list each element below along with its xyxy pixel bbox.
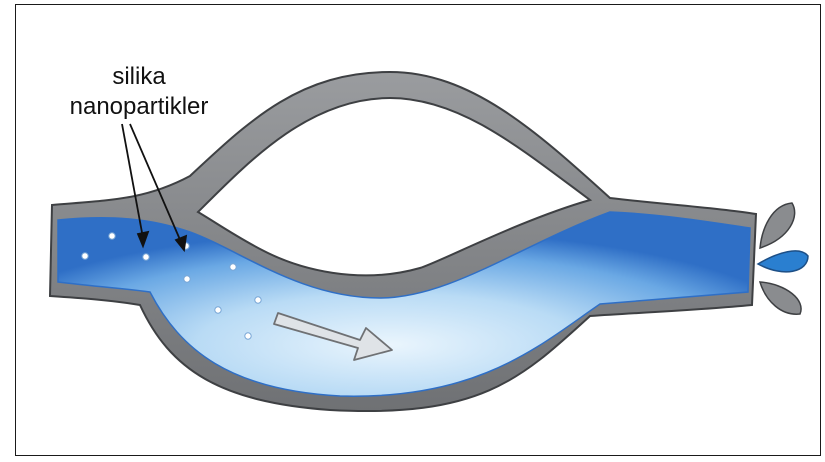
droplet-grey-bottom [760,282,801,314]
droplet-blue [758,251,808,272]
nanoparticle [245,333,251,339]
nanoparticle [82,253,88,259]
label-line-1: silika [112,63,166,90]
nanoparticle [215,307,221,313]
nanoparticle [109,233,115,239]
label-line-2: nanopartikler [70,93,209,120]
droplet-grey-top [760,203,795,248]
droplet-icon [758,203,808,314]
nanoparticle [230,264,236,270]
nanoparticle [143,254,149,260]
nanoparticle [255,297,261,303]
nanoparticle [184,276,190,282]
